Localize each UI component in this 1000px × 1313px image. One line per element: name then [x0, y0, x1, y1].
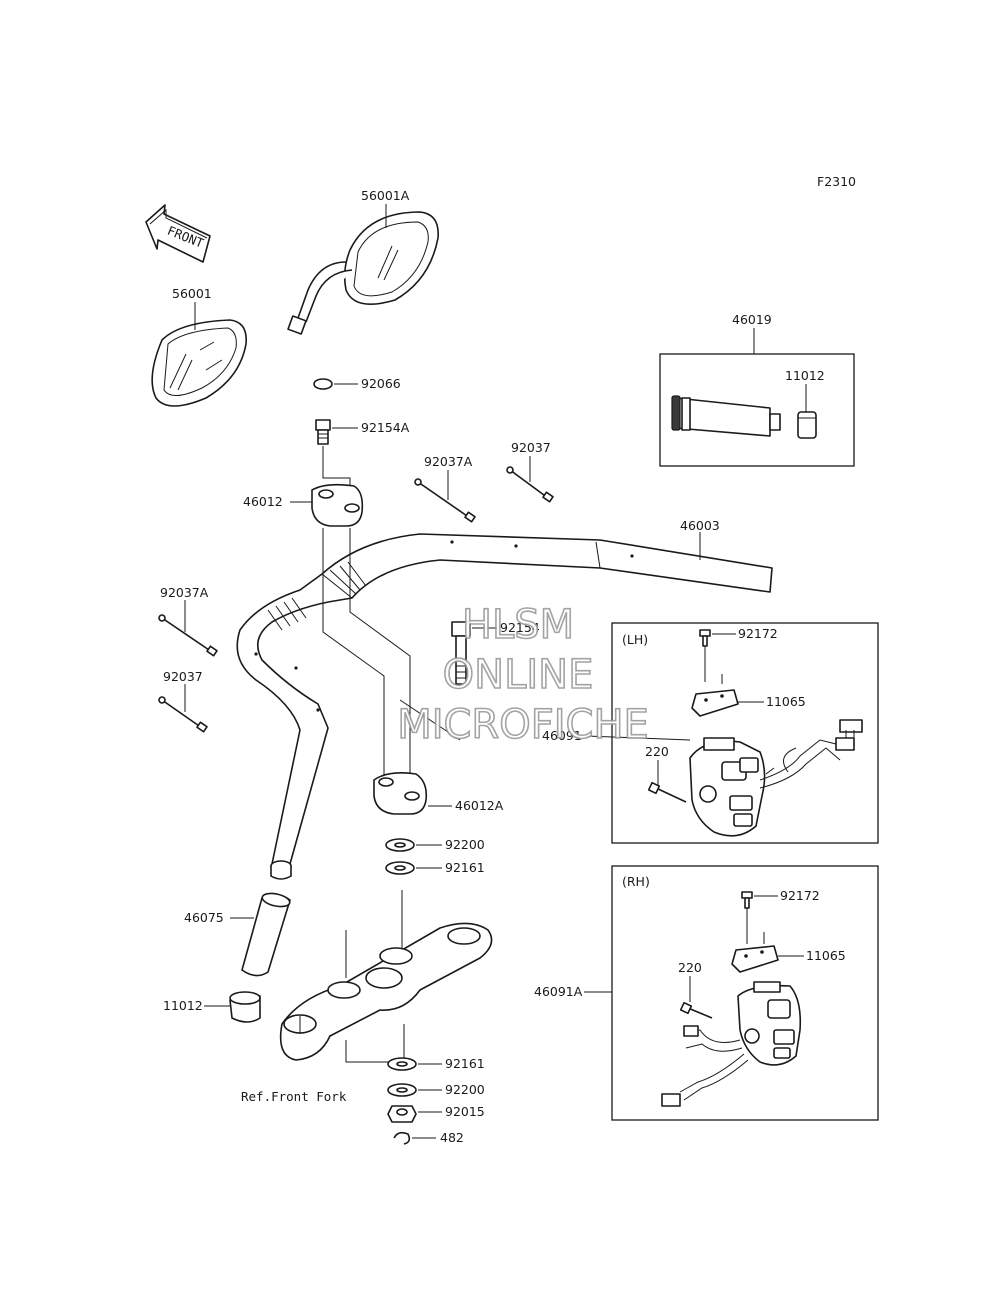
label-11012-right: 11012	[785, 368, 825, 383]
cap-92066	[313, 378, 333, 390]
bolt-92154	[451, 621, 471, 685]
lh-group-label: (LH)	[622, 632, 648, 647]
label-92200-lower: 92200	[445, 1082, 485, 1097]
label-11065-lh: 11065	[766, 694, 806, 709]
label-11065-rh: 11065	[806, 948, 846, 963]
label-46012a: 46012A	[455, 798, 504, 813]
label-46019: 46019	[732, 312, 772, 327]
label-56001a: 56001A	[361, 188, 410, 203]
reference-front-fork: Ref.Front Fork	[241, 1089, 347, 1104]
rh-group-label: (RH)	[622, 874, 650, 889]
label-92037-upper: 92037	[511, 440, 551, 455]
watermark-line-3: MICROFICHE	[397, 702, 649, 748]
watermark: HLSM ONLINE MICROFICHE	[396, 601, 649, 749]
washer-92161-lower	[387, 1057, 417, 1071]
mirror-right	[287, 211, 439, 335]
label-92037a-left: 92037A	[160, 585, 209, 600]
label-92161-upper: 92161	[445, 860, 485, 875]
label-92172-rh: 92172	[780, 888, 820, 903]
label-46091a: 46091A	[534, 984, 583, 999]
label-46003: 46003	[680, 518, 720, 533]
label-92066: 92066	[361, 376, 401, 391]
holder-lower-46012a	[373, 772, 428, 815]
switch-housing-lh	[689, 719, 863, 837]
cover-11065-lh	[691, 689, 739, 717]
label-92154a: 92154A	[361, 420, 410, 435]
grip-kit-box	[659, 353, 855, 467]
screw-220-rh	[679, 1001, 713, 1019]
washer-92161-upper	[385, 861, 415, 875]
label-11012-left: 11012	[163, 998, 203, 1013]
grip-end-11012-right	[797, 411, 817, 439]
label-46075: 46075	[184, 910, 224, 925]
watermark-line-1: HLSM	[462, 602, 574, 648]
grip-46075	[241, 892, 291, 977]
strap-92037a-upper	[414, 478, 476, 523]
clip-482	[393, 1131, 411, 1145]
label-482: 482	[440, 1130, 464, 1145]
lh-switch-box	[611, 622, 879, 844]
switch-housing-rh	[661, 981, 802, 1107]
label-92015: 92015	[445, 1104, 485, 1119]
label-92161-lower: 92161	[445, 1056, 485, 1071]
diagram-code: F2310	[817, 174, 856, 189]
rh-switch-box	[611, 865, 879, 1121]
screw-92172-lh	[699, 629, 711, 647]
washer-92200-upper	[385, 838, 415, 852]
grip-end-11012-left	[229, 991, 261, 1023]
strap-92037-left	[158, 696, 208, 733]
label-92037-left: 92037	[163, 669, 203, 684]
cover-11065-rh	[731, 945, 779, 973]
front-arrow-icon: FRONT	[145, 204, 211, 263]
label-220-rh: 220	[678, 960, 702, 975]
watermark-line-2: ONLINE	[443, 652, 594, 698]
label-46091: 46091	[542, 728, 582, 743]
strap-92037-upper	[506, 466, 554, 503]
washer-92200-lower	[387, 1083, 417, 1097]
nut-92015	[387, 1105, 417, 1123]
strap-92037a-left	[158, 614, 218, 657]
holder-upper-46012	[311, 483, 364, 527]
mirror-left	[151, 319, 247, 407]
handlebar-46003	[236, 533, 773, 880]
bolt-92154a	[315, 419, 331, 445]
top-bracket	[279, 922, 493, 1061]
label-92154: 92154	[500, 620, 540, 635]
label-92037a-upper: 92037A	[424, 454, 473, 469]
screw-92172-rh	[741, 891, 753, 909]
label-46012: 46012	[243, 494, 283, 509]
label-56001: 56001	[172, 286, 212, 301]
label-92200-upper: 92200	[445, 837, 485, 852]
label-92172-lh: 92172	[738, 626, 778, 641]
grip-throttle	[671, 395, 781, 437]
screw-220-lh	[647, 781, 687, 803]
label-220-lh: 220	[645, 744, 669, 759]
